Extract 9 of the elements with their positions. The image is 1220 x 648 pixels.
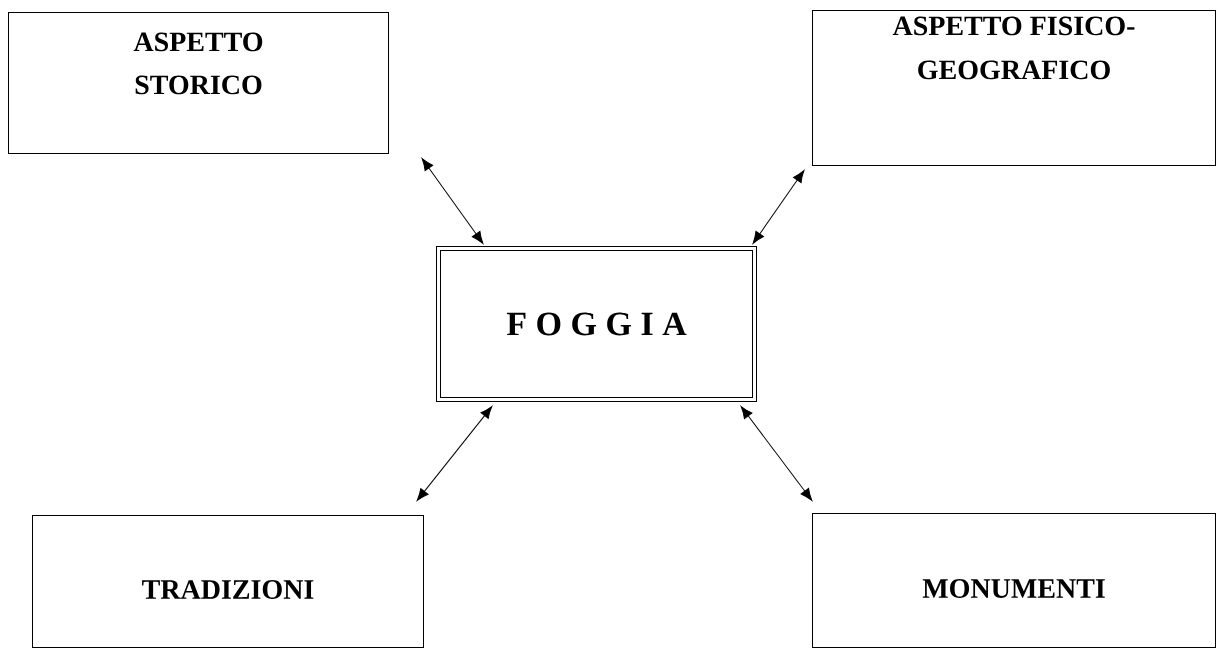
arrow (416, 406, 493, 501)
central-box: F O G G I A (436, 246, 757, 402)
arrow (740, 406, 813, 501)
topic-box: ASPETTO STORICO (8, 12, 389, 154)
topic-box: ASPETTO FISICO-GEOGRAFICO (812, 10, 1216, 166)
topic-box: MONUMENTI (812, 513, 1216, 648)
topic-box: TRADIZIONI (32, 515, 424, 648)
arrow (421, 158, 484, 244)
arrow (752, 170, 805, 244)
